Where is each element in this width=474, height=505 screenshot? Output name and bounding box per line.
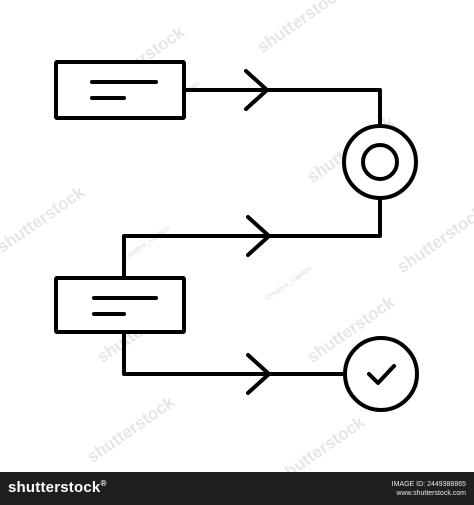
footer-meta: IMAGE ID: 2449388865 www.shutterstock.co… (392, 480, 466, 498)
brand-logo: shutterstock® (8, 479, 107, 496)
document-box-icon (54, 60, 186, 120)
arrow-icon (246, 353, 271, 395)
ring-node-icon (342, 124, 418, 200)
check-circle-icon (343, 336, 419, 412)
footer-bar: shutterstock® IMAGE ID: 2449388865 www.s… (0, 472, 474, 505)
connector-line (122, 196, 382, 278)
document-box-icon (54, 276, 186, 334)
arrow-icon (244, 69, 269, 111)
arrow-icon (246, 215, 271, 257)
connector-line (122, 330, 346, 376)
image-id-label: IMAGE ID: 2449388865 (391, 481, 466, 488)
site-url: www.shutterstock.com (396, 490, 466, 497)
process-flow-diagram (54, 60, 419, 412)
connector-line (182, 88, 382, 142)
